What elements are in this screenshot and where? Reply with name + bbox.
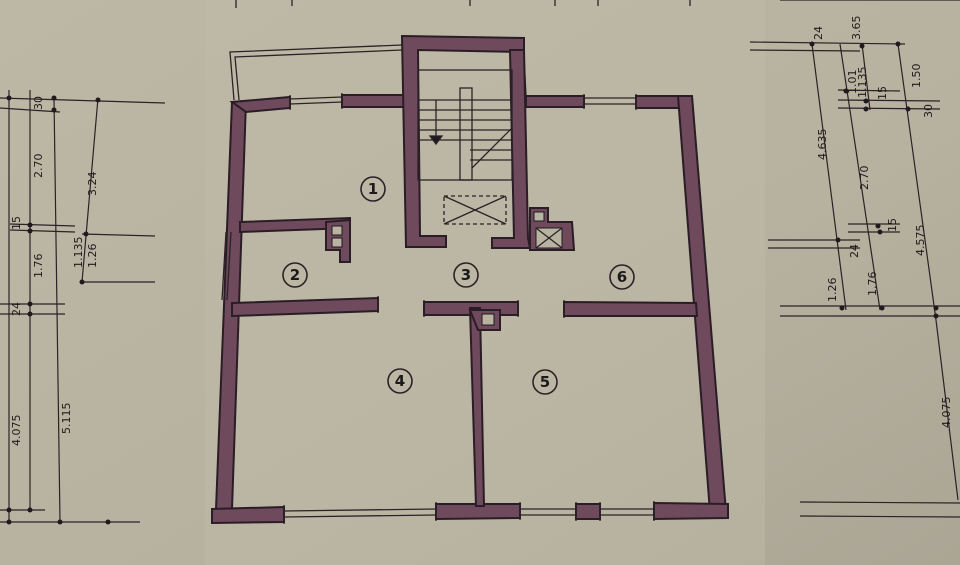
paper-sheet <box>205 0 765 565</box>
room-circle <box>360 176 386 202</box>
dim-left-24: 24 <box>10 302 23 316</box>
room-circle <box>282 262 308 288</box>
room-marker-6[interactable]: 6 <box>609 264 635 290</box>
top-edge-marks <box>235 0 960 8</box>
dim-right-4075: 4.075 <box>940 397 953 429</box>
dim-left-30: 30 <box>32 96 45 110</box>
dim-right-365: 3.65 <box>850 16 863 41</box>
dim-right-101: 1.01 <box>846 70 859 95</box>
windows <box>221 96 654 518</box>
dim-left-270: 2.70 <box>32 154 45 179</box>
dim-right-4635: 4.635 <box>816 129 829 161</box>
room-number: 3 <box>461 266 471 284</box>
room-number: 5 <box>540 373 550 391</box>
room-number: 4 <box>395 372 405 390</box>
staircase[interactable] <box>417 69 513 181</box>
dimensions-right: 24 3.65 1.01 1.135 4.635 1.26 15 2.70 15… <box>749 16 960 518</box>
dim-right-270: 2.70 <box>858 166 871 191</box>
dim-right-24: 24 <box>812 26 825 40</box>
dim-left-126: 1.26 <box>86 244 99 269</box>
dim-right-176: 1.76 <box>866 272 879 297</box>
room-marker-4[interactable]: 4 <box>387 368 413 394</box>
room-number: 2 <box>290 266 300 284</box>
flue-hall <box>481 313 495 326</box>
flues <box>331 211 563 326</box>
wall-bottom-right-b <box>653 501 729 521</box>
dimensions-left: 30 2.70 15 1.76 24 4.075 3.24 1.135 1.26… <box>0 90 166 525</box>
dim-right-15-top: 15 <box>876 86 889 100</box>
dim-left-176: 1.76 <box>32 254 45 279</box>
room-marker-1[interactable]: 1 <box>360 176 386 202</box>
wall-top-right-a <box>525 95 585 108</box>
dim-left-1135: 1.135 <box>72 237 85 269</box>
wall-stair-core-right <box>491 49 532 249</box>
room-number: 6 <box>617 268 627 286</box>
room-circle <box>532 369 558 395</box>
dim-right-30: 30 <box>922 104 935 118</box>
flue-room2-a <box>331 225 343 236</box>
wall-caps <box>283 93 655 524</box>
dim-right-126: 1.26 <box>826 278 839 303</box>
room-labels: 1 2 3 4 5 6 <box>282 176 635 395</box>
dim-right-4575: 4.575 <box>914 225 927 257</box>
room-marker-3[interactable]: 3 <box>453 262 479 288</box>
wall-top-center <box>341 94 407 108</box>
wall-room6-room5 <box>563 300 699 317</box>
room-circle <box>609 264 635 290</box>
wall-stair-core <box>400 34 525 248</box>
floor-hatch <box>443 195 507 225</box>
dim-left-15: 15 <box>10 216 23 230</box>
room-marker-2[interactable]: 2 <box>282 262 308 288</box>
flue-room2-b <box>331 237 343 248</box>
dim-left-4075: 4.075 <box>10 415 23 447</box>
room-circle <box>453 262 479 288</box>
walls <box>211 34 729 525</box>
wall-bottom-right-a <box>575 503 601 520</box>
dim-right-15-mid: 15 <box>886 218 899 232</box>
dim-right-24-mid: 24 <box>848 244 861 258</box>
dim-right-150: 1.50 <box>910 64 923 89</box>
wall-room4-room5 <box>468 307 486 507</box>
flue-right-a <box>533 211 545 222</box>
dim-left-324: 3.24 <box>86 172 99 197</box>
wall-bottom-left <box>211 505 285 525</box>
room-circle <box>387 368 413 394</box>
room-marker-5[interactable]: 5 <box>532 369 558 395</box>
stair-direction-arrow-icon <box>428 135 444 146</box>
dim-right-1135: 1.135 <box>856 67 869 99</box>
dim-left-5115: 5.115 <box>60 403 73 435</box>
room-number: 1 <box>368 180 378 198</box>
